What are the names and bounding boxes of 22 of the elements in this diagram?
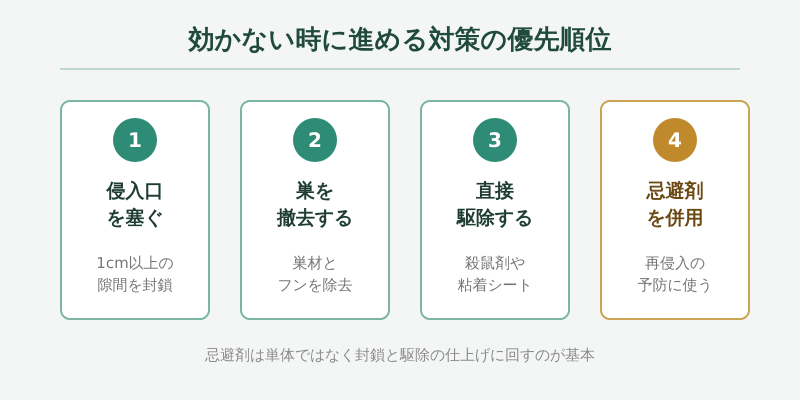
step-description: 殺鼠剤や粘着シート [456,253,534,296]
step-card [240,100,390,320]
step-card [600,100,750,320]
title: 効かない時に進める対策の優先順位 [187,24,612,57]
step-number: 2 [308,129,322,151]
step-title: 忌避剤を併用 [645,179,704,231]
footnote-text: 忌避剤は単体ではなく封鎖と駆除の仕上げに回すのが基本 [204,345,596,366]
step-number: 3 [488,129,502,151]
step-card [420,100,570,320]
number-circle [473,118,517,162]
step-card [60,100,210,320]
step-title: 侵入口を塞ぐ [105,179,164,231]
step-title: 巣を撤去する [276,179,354,231]
step-description: 巣材とフンを除去 [276,253,354,296]
number-circle [113,118,157,162]
step-number: 4 [668,129,682,151]
step-description: 1cm以上の隙間を封鎖 [95,253,175,296]
number-circle [293,118,337,162]
step-title: 直接駆除する [455,179,534,231]
number-circle [653,118,697,162]
step-number: 1 [128,129,142,151]
step-description: 再侵入の予防に使う [636,253,714,296]
